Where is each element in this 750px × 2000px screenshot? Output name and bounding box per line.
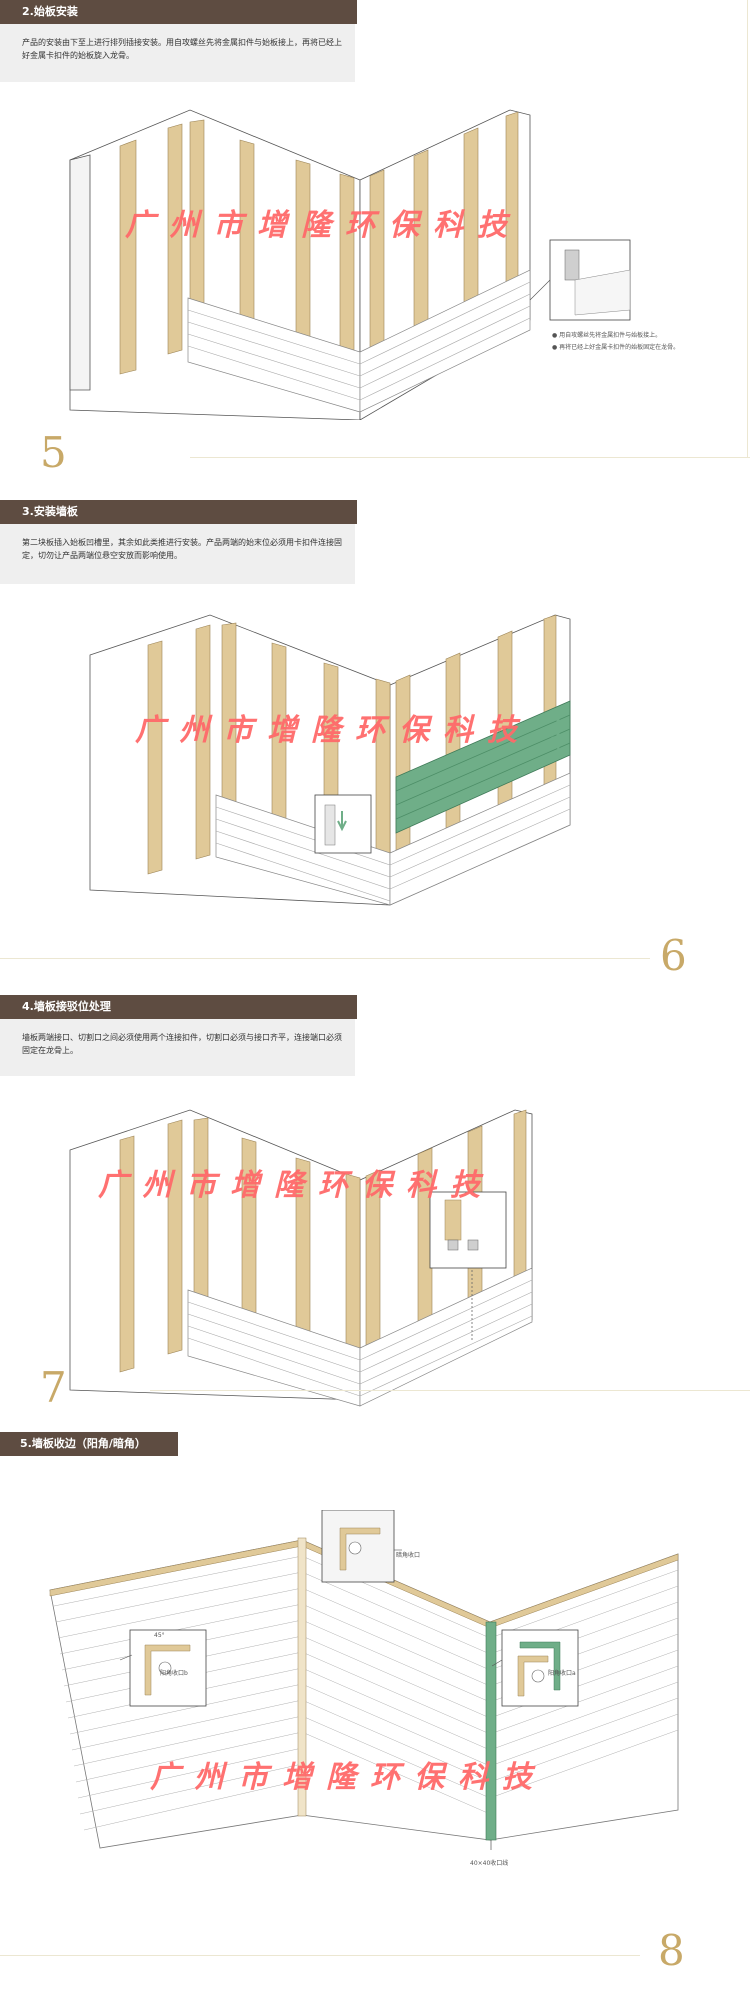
studs-group [119, 111, 519, 375]
watermark-2: 广州市增隆环保科技 [135, 713, 531, 748]
step-number-8: 8 [658, 1926, 685, 1975]
note-1: ● 用自攻螺丝先将金属扣件与始板接上。 [552, 332, 662, 339]
section-description-install-panel: 第二块板插入始板凹槽里，其余如此类推进行安装。产品两端的始末位必须用卡扣件连接固… [0, 524, 355, 584]
section-header-install-panel: 3.安装墙板 [0, 500, 357, 524]
label-outer-corner-b: 阳角收口b [160, 1670, 188, 1677]
step-number-5: 5 [40, 428, 67, 477]
label-angle: 45° [154, 1632, 165, 1639]
label-inner-corner: 暗角收口 [396, 1552, 421, 1559]
divider [190, 457, 750, 458]
divider [150, 1390, 750, 1391]
section-header-edging: 5.墙板收边（阳角/暗角） [0, 1432, 178, 1456]
watermark-4: 广州市增隆环保科技 [150, 1760, 546, 1795]
divider [0, 1955, 640, 1956]
label-outer-corner-a: 阳角收口a [548, 1670, 576, 1677]
illustration-edging [49, 1510, 679, 1850]
illustration-joint [69, 1109, 533, 1407]
section-description-start-panel: 产品的安装由下至上进行排列插接安装。用自攻螺丝先将金属扣件与始板接上，再将已经上… [0, 24, 355, 82]
divider-vertical [747, 0, 748, 457]
illustration-install-panel [89, 614, 571, 906]
step-number-7: 7 [40, 1363, 67, 1412]
green-corner-trim [485, 1621, 497, 1841]
illustration-start-panel [69, 109, 631, 420]
step-number-6: 6 [660, 931, 687, 980]
watermark-1: 广州市增隆环保科技 [125, 208, 521, 243]
section-header-start-panel: 2.始板安装 [0, 0, 357, 24]
divider [0, 958, 650, 959]
detail-inset-joint [429, 1191, 507, 1269]
section-header-joint: 4.墙板接驳位处理 [0, 995, 357, 1019]
note-2: ● 再将已经上好金属卡扣件的始板固定在龙骨。 [552, 344, 680, 351]
label-trim: 40×40收口线 [470, 1860, 509, 1867]
section-description-joint: 墙板两端接口、切割口之间必须使用两个连接扣件，切割口必须与接口齐平，连接端口必须… [0, 1019, 355, 1076]
watermark-3: 广州市增隆环保科技 [98, 1168, 494, 1203]
